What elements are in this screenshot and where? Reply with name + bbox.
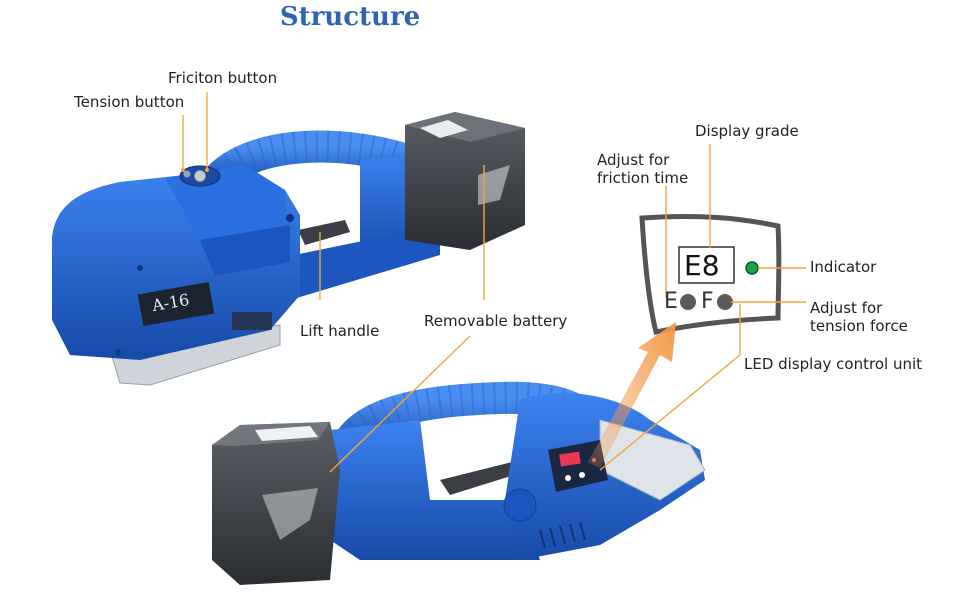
strapping-tool-bottom <box>212 381 706 585</box>
battery-top <box>405 112 525 250</box>
page-title: Structure <box>279 2 421 32</box>
tension-button-knob <box>183 170 191 178</box>
label-led-control-unit: LED display control unit <box>744 355 923 373</box>
label-adjust-friction-time: Adjust for friction time <box>597 151 689 187</box>
indicator-led <box>745 261 759 275</box>
f-button-label: F <box>701 289 714 314</box>
display-screen <box>678 246 735 284</box>
label-lift-handle: Lift handle <box>300 322 380 340</box>
label-display-grade: Display grade <box>695 122 799 140</box>
strapping-tool-top <box>52 112 525 386</box>
tool-head-top <box>52 165 300 360</box>
zoom-arrow <box>588 322 676 468</box>
label-indicator: Indicator <box>810 258 877 276</box>
lift-handle-lever <box>298 220 350 245</box>
f-button <box>717 294 733 310</box>
friction-button-knob <box>193 169 207 183</box>
label-friction-button: Friciton button <box>168 69 278 87</box>
label-removable-battery: Removable battery <box>424 312 568 330</box>
label-adjust-tension-force: Adjust for tension force <box>810 299 908 335</box>
control-panel-enlarged <box>639 213 782 335</box>
leader-lines <box>182 92 806 473</box>
display-value: E8 <box>684 249 720 282</box>
battery-bottom <box>212 422 340 585</box>
e-button-label: E <box>664 289 678 314</box>
label-tension-button: Tension button <box>74 93 185 111</box>
e-button <box>680 294 696 310</box>
model-plate <box>137 281 215 327</box>
